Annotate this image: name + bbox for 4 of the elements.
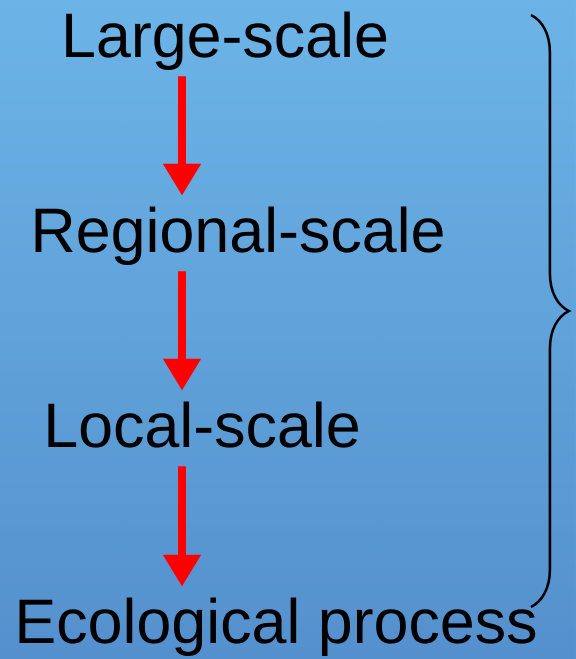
scale-label: Large-scale bbox=[66, 12, 386, 70]
scale-label: Regional-scale bbox=[36, 206, 443, 266]
scale-label: Local-scale bbox=[48, 402, 358, 448]
scale-label: Ecological process bbox=[20, 598, 536, 656]
